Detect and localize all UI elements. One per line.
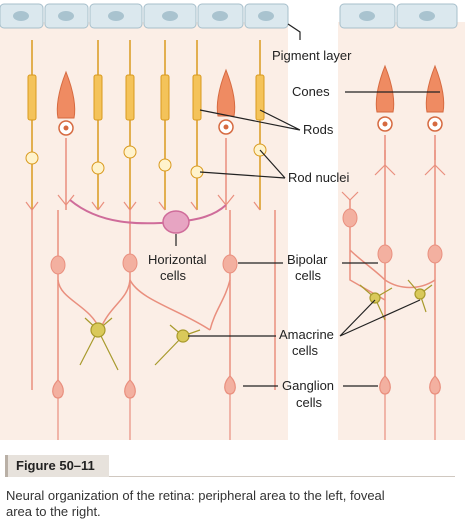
cone	[425, 64, 445, 160]
figure-divider	[109, 476, 455, 477]
rods	[25, 40, 267, 210]
cone	[375, 64, 395, 160]
bipolar-cell	[377, 244, 393, 264]
bipolar-cells	[50, 208, 443, 275]
bipolar-cells-label-line1: Bipolar	[287, 252, 328, 267]
rod	[158, 40, 172, 210]
foveal-tissue	[338, 22, 465, 440]
rod-nuclei-label: Rod nuclei	[288, 170, 350, 185]
caption-line-2: area to the right.	[6, 504, 101, 519]
cone	[56, 70, 76, 210]
neuron-fibers	[31, 150, 436, 390]
rod	[190, 40, 204, 210]
rods-label: Rods	[303, 122, 334, 137]
bipolar-cell	[427, 244, 443, 264]
cones-label: Cones	[292, 84, 330, 99]
bipolar-cell	[222, 254, 238, 274]
amacrine-cells	[79, 279, 433, 371]
pigment-layer	[0, 3, 458, 29]
amacrine-cells-label-line2: cells	[292, 343, 319, 358]
ganglion-cells-label-line1: Ganglion	[282, 378, 334, 393]
horizontal-cell	[69, 199, 227, 234]
bipolar-cell	[342, 208, 358, 228]
cones	[56, 64, 445, 210]
bipolar-cell	[122, 253, 138, 273]
horizontal-cells-label-line1: Horizontal	[148, 252, 207, 267]
leader-lines	[175, 23, 440, 387]
rod	[123, 40, 137, 210]
bipolar-cells-label-line2: cells	[295, 268, 322, 283]
bipolar-cell	[50, 255, 66, 275]
pigment-layer-label: Pigment layer	[272, 48, 352, 63]
caption-line-1: Neural organization of the retina: perip…	[6, 488, 385, 503]
ganglion-cells	[52, 375, 441, 440]
rod	[91, 40, 105, 210]
horizontal-cells-label-line2: cells	[160, 268, 187, 283]
amacrine-cells-label-line1: Amacrine	[279, 327, 334, 342]
figure-label: Figure 50–11	[5, 455, 109, 477]
peripheral-tissue	[0, 22, 288, 440]
retina-diagram: Pigment layer Cones Rods Rod nuclei Hori…	[0, 3, 465, 440]
rod	[25, 40, 39, 210]
ganglion-cells-label-line2: cells	[296, 395, 323, 410]
figure-caption: Neural organization of the retina: perip…	[6, 488, 456, 520]
synaptic-branches	[25, 164, 446, 211]
